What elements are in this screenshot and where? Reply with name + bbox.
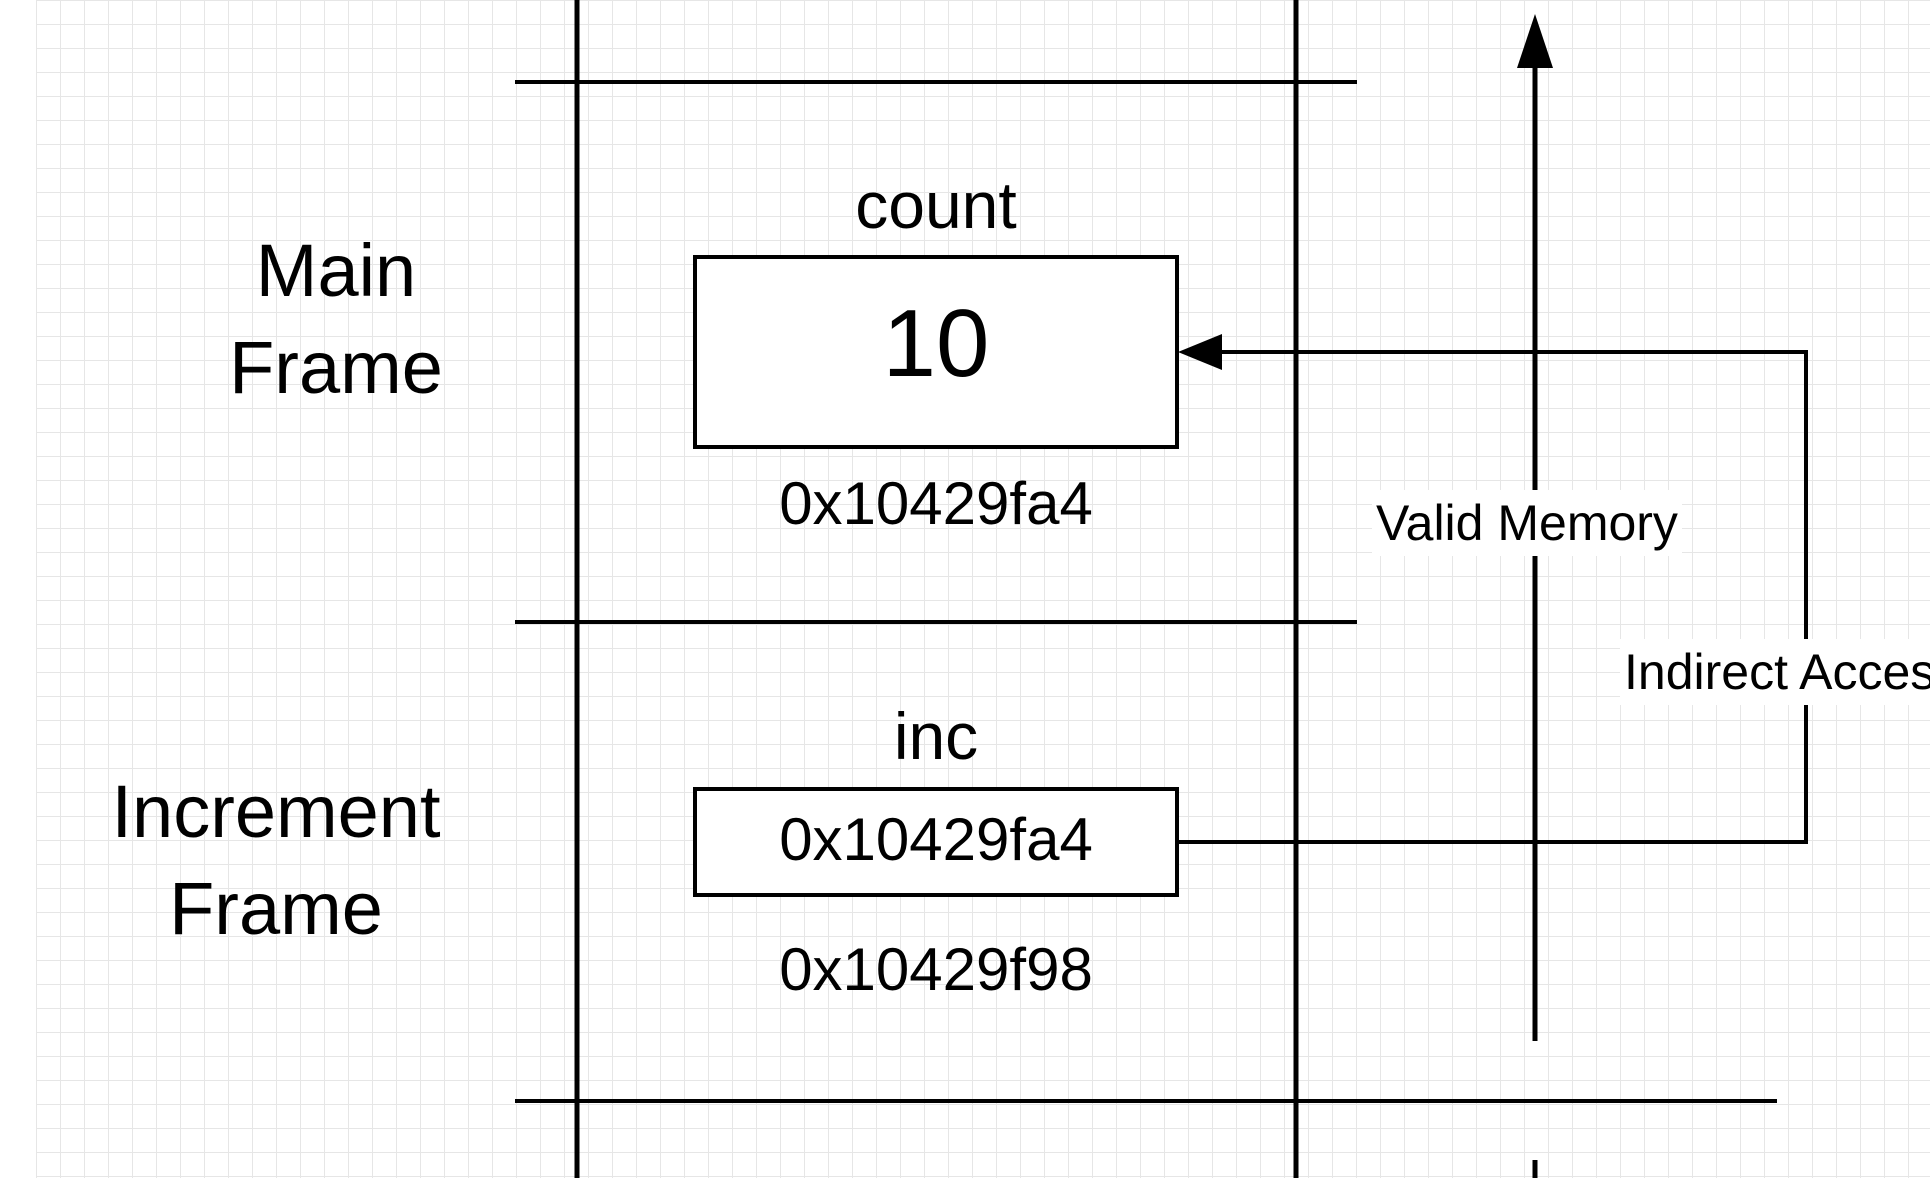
inc-box [693,787,1179,897]
main-frame-label-line2: Frame [229,326,443,409]
valid-memory-label: Valid Memory [1372,490,1682,556]
indirect-access-connector [1177,350,1808,844]
indirect-access-arrowhead [1178,334,1222,370]
inc-address: 0x10429f98 [779,936,1093,1003]
count-variable-name: count [855,168,1017,242]
increment-frame-label-line1: Increment [111,770,441,853]
increment-frame-label-line2: Frame [169,867,383,950]
canvas-margin [0,0,36,1178]
inc-variable-name: inc [893,699,979,773]
count-box [693,255,1179,449]
main-frame-label-line1: Main [255,229,417,312]
count-value: 10 [882,290,990,397]
count-address: 0x10429fa4 [779,470,1093,537]
valid-memory-arrowhead [1517,14,1553,68]
increment-frame-label: Increment Frame [96,763,456,957]
inc-value: 0x10429fa4 [779,806,1093,873]
main-frame-label: Main Frame [186,222,486,416]
indirect-access-label: Indirect Access [1620,639,1930,705]
